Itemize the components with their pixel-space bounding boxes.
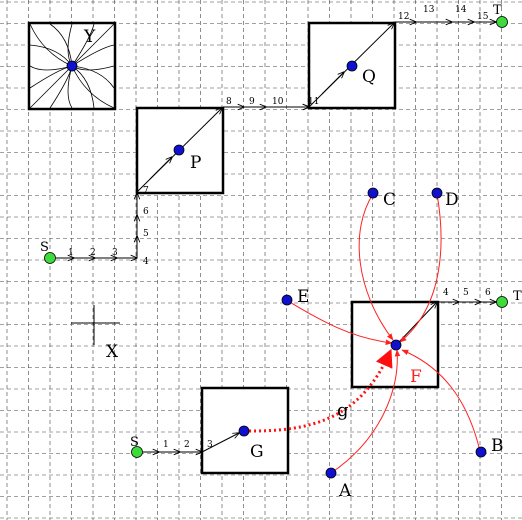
node-T-right[interactable] xyxy=(496,296,508,308)
path-bottom-arrows xyxy=(143,433,239,452)
step-label: 2 xyxy=(184,440,190,450)
node-D[interactable] xyxy=(431,187,443,199)
node-Y[interactable] xyxy=(66,60,78,72)
step-label: 14 xyxy=(455,5,467,15)
step-label: 6 xyxy=(485,288,491,298)
step-arrow xyxy=(201,433,239,453)
label-A: A xyxy=(338,481,352,501)
label-D: D xyxy=(445,190,459,210)
label-T-top: T xyxy=(493,3,502,18)
step-label: 1 xyxy=(68,248,74,258)
step-label: 7 xyxy=(143,186,149,196)
flow-D-to-F xyxy=(399,193,442,343)
field-line xyxy=(71,44,115,67)
node-G[interactable] xyxy=(238,425,250,437)
label-T-right: T xyxy=(513,289,522,304)
node-S-bottom[interactable] xyxy=(131,446,143,458)
node-A[interactable] xyxy=(325,467,337,479)
box-P: P xyxy=(135,108,225,195)
label-S-bottom: S xyxy=(130,435,139,450)
label-P: P xyxy=(190,153,201,173)
path-right: 4 5 6 T xyxy=(438,288,522,308)
flow-A-to-F xyxy=(330,349,401,474)
path-bottom: 1 2 3 S xyxy=(130,433,239,458)
step-label: 13 xyxy=(423,5,435,15)
node-F[interactable] xyxy=(390,339,402,351)
node-B[interactable] xyxy=(475,446,487,458)
arrow-Q-diagonal-mid xyxy=(321,72,344,95)
flow-E-to-F xyxy=(287,300,393,346)
step-label: 9 xyxy=(249,97,255,107)
step-label: 6 xyxy=(143,207,149,217)
step-label: 4 xyxy=(143,257,149,267)
arrow-P-diagonal-mid xyxy=(149,157,172,180)
marker-X: X xyxy=(71,305,120,362)
step-label: 8 xyxy=(226,97,232,107)
label-X: X xyxy=(106,342,119,362)
step-label: 3 xyxy=(112,248,118,258)
node-T-top[interactable] xyxy=(496,16,508,28)
label-F: F xyxy=(410,367,422,387)
label-g: g xyxy=(337,400,349,421)
node-C[interactable] xyxy=(367,187,379,199)
label-Y: Y xyxy=(83,27,96,47)
label-C: C xyxy=(383,190,396,210)
label-S-top: S xyxy=(40,240,49,255)
step-label: 4 xyxy=(443,288,449,298)
path-bottom-step-labels: 1 2 3 xyxy=(163,440,213,450)
flow-B-to-F xyxy=(401,349,481,452)
label-G: G xyxy=(250,442,264,462)
step-label: 12 xyxy=(398,12,409,22)
path-right-step-labels: 4 5 6 xyxy=(443,288,491,298)
node-Q[interactable] xyxy=(346,60,358,72)
field-line xyxy=(29,65,73,109)
step-label: 15 xyxy=(477,12,489,22)
box-Y: Y xyxy=(27,21,117,111)
step-label: 5 xyxy=(143,229,149,239)
node-P[interactable] xyxy=(173,144,185,156)
step-label: 1 xyxy=(163,440,169,450)
step-label: 5 xyxy=(463,288,469,298)
flow-C-to-F xyxy=(358,193,394,341)
path-top-arrows xyxy=(56,22,496,258)
step-label: 11 xyxy=(308,97,319,107)
node-E[interactable] xyxy=(281,294,293,306)
node-S-top[interactable] xyxy=(44,252,56,264)
label-Q: Q xyxy=(362,67,376,87)
nodes xyxy=(238,187,487,479)
step-label: 3 xyxy=(207,440,213,450)
red-flows xyxy=(287,193,481,474)
box-Q: Q xyxy=(307,23,397,110)
step-label: 2 xyxy=(90,248,96,258)
step-label: 10 xyxy=(272,97,284,107)
label-B: B xyxy=(491,436,504,456)
field-line xyxy=(71,23,95,67)
label-E: E xyxy=(297,287,309,307)
